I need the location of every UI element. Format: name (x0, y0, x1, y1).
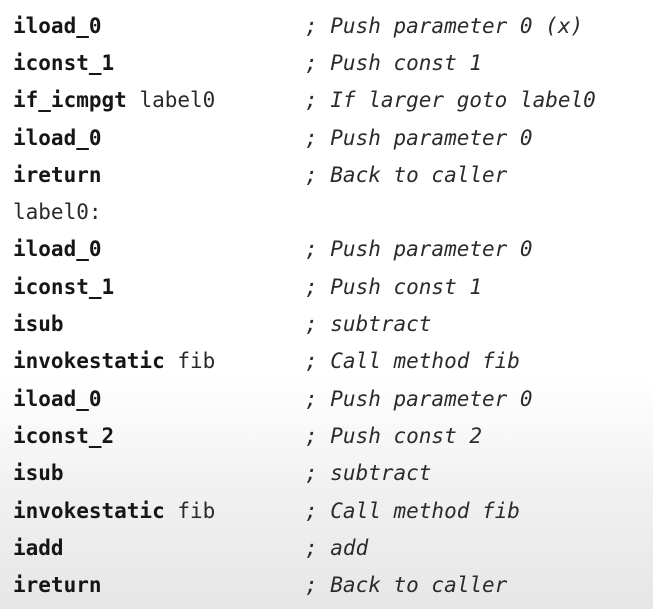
code-line: iconst_2 ; Push const 2 (13, 417, 643, 454)
opcode: isub (13, 461, 64, 486)
opcode: isub (13, 312, 64, 337)
operand: fib (164, 349, 216, 374)
instruction: iload_0 (13, 237, 305, 261)
comment: ; Back to caller (305, 573, 508, 598)
opcode: iconst_1 (13, 50, 115, 75)
instruction: iload_0 (13, 126, 305, 150)
instruction: iconst_1 (13, 275, 305, 299)
opcode: ireturn (13, 162, 102, 187)
comment: ; subtract (305, 461, 432, 486)
opcode: iload_0 (13, 13, 102, 38)
code-line: ireturn ; Back to caller (13, 566, 643, 603)
comment: ; If larger goto label0 (305, 88, 596, 113)
comment: ; Push parameter 0 (305, 386, 533, 411)
opcode: invokestatic (13, 349, 165, 374)
comment: ; Push parameter 0 (305, 237, 533, 262)
instruction: isub (13, 461, 305, 485)
opcode: ireturn (13, 573, 102, 598)
comment: ; Push const 1 (305, 50, 483, 75)
instruction: isub (13, 312, 305, 336)
comment: ; Call method fib (305, 349, 520, 374)
comment: ; subtract (305, 312, 432, 337)
comment: ; add (305, 535, 369, 560)
instruction: iload_0 (13, 387, 305, 411)
instruction: label0: (13, 200, 305, 224)
code-line: invokestatic fib ; Call method fib (13, 492, 643, 529)
operand: label0 (126, 88, 216, 113)
code-line: iload_0 ; Push parameter 0 (13, 119, 643, 156)
opcode: iconst_1 (13, 274, 115, 299)
comment: ; Push const 1 (305, 274, 483, 299)
opcode: iload_0 (13, 386, 102, 411)
instruction: ireturn (13, 163, 305, 187)
opcode: iconst_2 (13, 423, 115, 448)
operand: fib (164, 498, 216, 523)
code-line: iadd ; add (13, 529, 643, 566)
code-line: if_icmpgt label0 ; If larger goto label0 (13, 82, 643, 119)
opcode: iload_0 (13, 237, 102, 262)
label: label0: (13, 200, 102, 225)
code-line: iconst_1 ; Push const 1 (13, 44, 643, 81)
code-line: invokestatic fib ; Call method fib (13, 343, 643, 380)
bytecode-listing: iload_0 ; Push parameter 0 (x) iconst_1 … (13, 7, 643, 604)
instruction: iconst_2 (13, 424, 305, 448)
opcode: invokestatic (13, 498, 165, 523)
label-line: label0: (13, 193, 643, 230)
comment: ; Back to caller (305, 162, 508, 187)
instruction: if_icmpgt label0 (13, 88, 305, 112)
code-line: ireturn ; Back to caller (13, 156, 643, 193)
code-line: iload_0 ; Push parameter 0 (x) (13, 7, 643, 44)
opcode: iload_0 (13, 125, 102, 150)
code-line: isub ; subtract (13, 305, 643, 342)
opcode: iadd (13, 535, 64, 560)
comment: ; Push const 2 (305, 423, 483, 448)
opcode: if_icmpgt (13, 88, 127, 113)
comment: ; Push parameter 0 (x) (305, 13, 584, 38)
instruction: invokestatic fib (13, 499, 305, 523)
code-line: iconst_1 ; Push const 1 (13, 268, 643, 305)
instruction: iconst_1 (13, 51, 305, 75)
instruction: invokestatic fib (13, 349, 305, 373)
code-line: iload_0 ; Push parameter 0 (13, 231, 643, 268)
code-line: isub ; subtract (13, 455, 643, 492)
comment: ; Call method fib (305, 498, 520, 523)
instruction: ireturn (13, 573, 305, 597)
code-line: iload_0 ; Push parameter 0 (13, 380, 643, 417)
instruction: iload_0 (13, 14, 305, 38)
instruction: iadd (13, 536, 305, 560)
comment: ; Push parameter 0 (305, 125, 533, 150)
